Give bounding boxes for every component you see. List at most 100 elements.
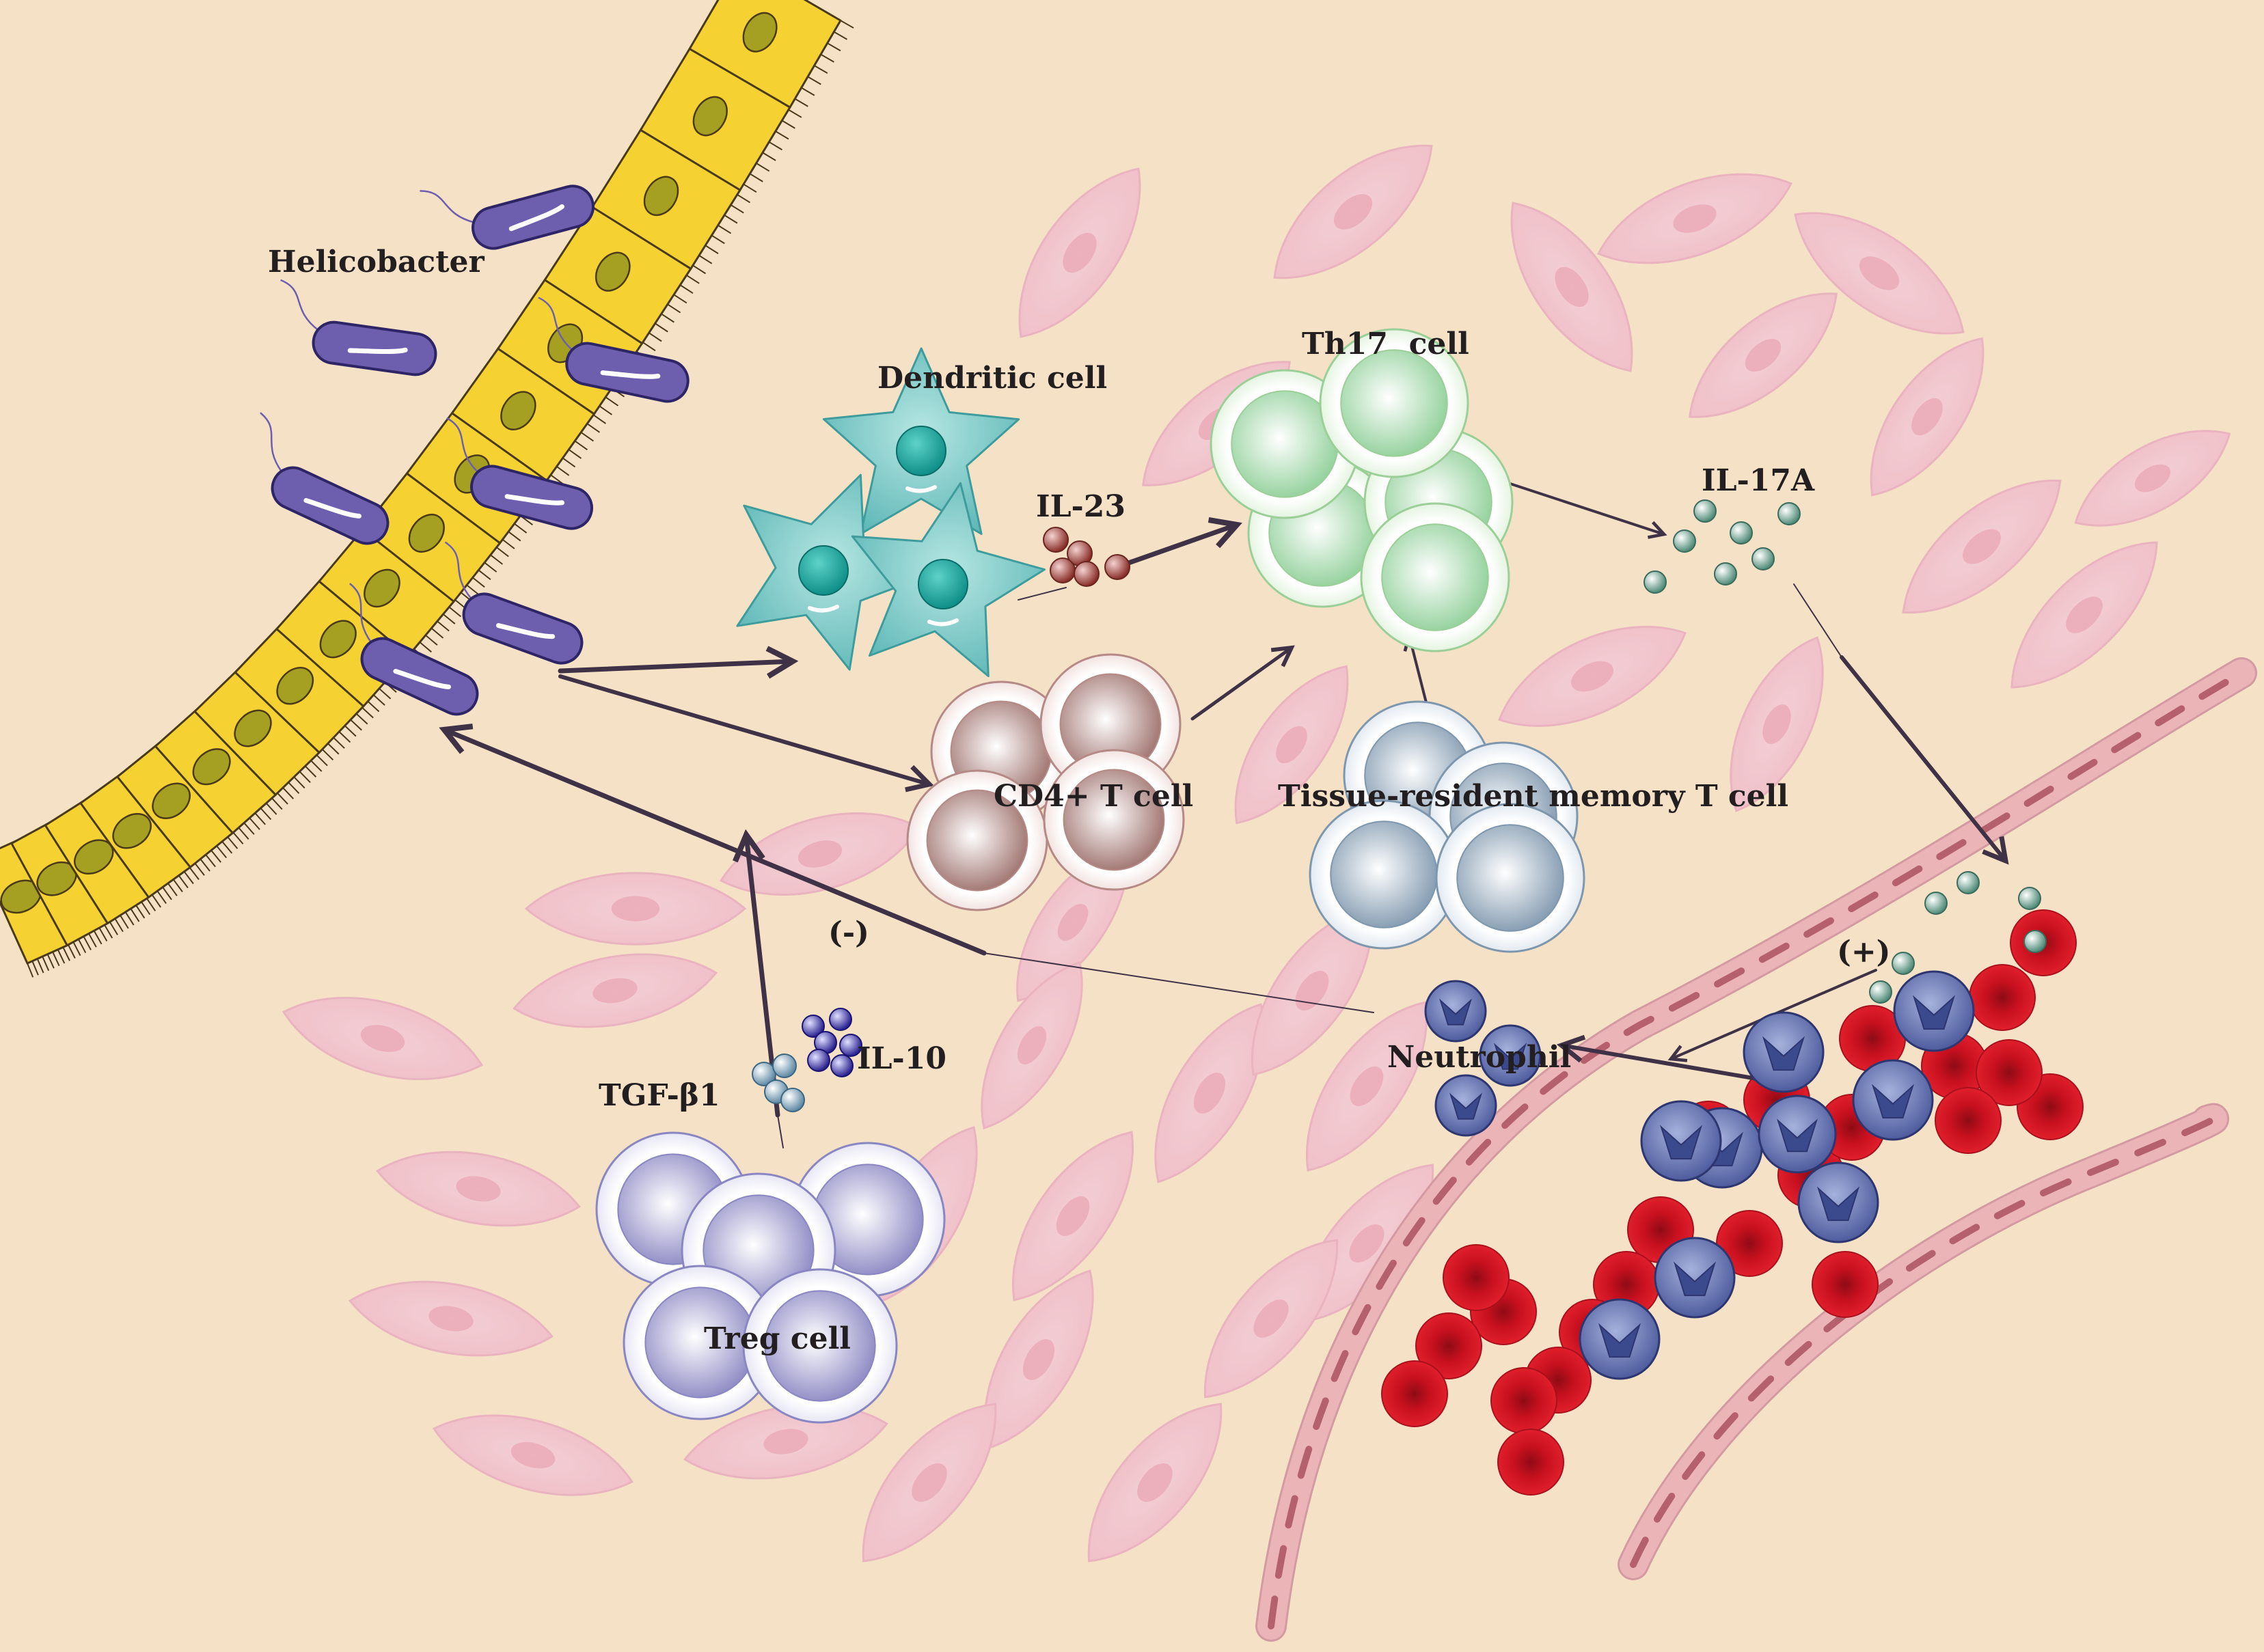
fibroblast-nucleus — [1911, 398, 1943, 436]
epithelial-nucleus — [364, 568, 400, 608]
fibroblast-nucleus — [1349, 1224, 1385, 1263]
neutrophil-body — [1434, 1074, 1497, 1137]
cytokine-particle — [1043, 527, 1069, 553]
microvillus — [310, 760, 323, 772]
microvillus — [592, 414, 606, 424]
fibroblast — [2010, 541, 2158, 689]
epithelial-nucleus — [692, 96, 728, 137]
helicobacter-bacterium — [446, 417, 593, 530]
neutrophil-nucleus — [1762, 1036, 1805, 1071]
fibroblast — [1234, 665, 1349, 825]
microvillus — [730, 204, 744, 214]
helicobacter-bacterium — [349, 583, 479, 716]
label-th17-cell: Th17 cell — [1302, 327, 1469, 361]
fibroblast-nucleus — [2134, 464, 2171, 493]
label-il17a: IL-17A — [1702, 463, 1815, 498]
neutrophil-nucleus — [1816, 1186, 1860, 1222]
neutrophil-body — [1579, 1298, 1661, 1380]
red-blood-cell — [1443, 1244, 1510, 1311]
neutrophil-group — [1424, 970, 1975, 1380]
red-blood-cell — [1812, 1251, 1879, 1318]
fibroblast — [1510, 202, 1633, 372]
fibroblast-nucleus — [1673, 204, 1717, 233]
neutrophil-cell — [1424, 980, 1487, 1043]
red-blood-cell — [1497, 1429, 1564, 1496]
microvillus — [437, 620, 450, 632]
epithelial-nucleus — [595, 251, 631, 292]
microvillus — [266, 803, 277, 815]
microvillus — [794, 98, 808, 107]
microvillus — [580, 432, 594, 442]
cytokine-particle — [1673, 529, 1696, 553]
cytokine-particle — [1693, 499, 1717, 523]
microvillus — [686, 275, 700, 284]
fibroblast-nucleus — [456, 1176, 501, 1202]
microvillus — [93, 931, 103, 945]
label-helicobacter: Helicobacter — [268, 245, 485, 279]
microvillus — [425, 635, 438, 646]
cytokine-particle — [780, 1088, 805, 1112]
epithelial-nucleus — [742, 12, 778, 53]
microvillus — [724, 215, 738, 224]
microvillus — [254, 812, 266, 825]
epithelial-nucleus — [643, 176, 679, 217]
microvillus — [338, 731, 351, 743]
microvillus — [109, 921, 118, 935]
fibroblast-nucleus — [1253, 1299, 1289, 1338]
neutrophil-nucleus — [1659, 1125, 1703, 1160]
neutrophil-cell — [1579, 1298, 1661, 1380]
microvillus — [574, 440, 588, 451]
microvillus — [88, 933, 97, 948]
flagellum — [446, 417, 479, 473]
microvillus — [472, 577, 485, 588]
cd4-t-cell-cluster — [906, 653, 1185, 911]
microvillus — [655, 322, 668, 333]
fibroblast-nucleus — [428, 1306, 474, 1332]
bacterium-body — [271, 466, 390, 545]
microvillus — [62, 947, 70, 961]
fibroblast — [1596, 173, 1793, 264]
microvillus — [299, 771, 311, 784]
microvillus — [443, 614, 456, 624]
connector-il17a-down — [1793, 583, 1842, 658]
microvillus — [814, 65, 828, 74]
microvillus — [232, 831, 244, 844]
microvillus — [355, 713, 368, 725]
helicobacter-bacterium — [538, 297, 690, 403]
microvillus — [221, 841, 233, 854]
dendritic-highlight — [927, 618, 959, 627]
fibroblast-nucleus — [1017, 1026, 1047, 1064]
microvillus — [756, 163, 770, 172]
dendritic-highlight — [905, 485, 937, 493]
helicobacter-bacterium — [260, 412, 390, 545]
epithelial-nucleus — [319, 620, 357, 659]
fibroblast-nucleus — [1022, 1338, 1055, 1381]
fibroblast-nucleus — [1350, 1066, 1384, 1107]
cytokine-particle — [1751, 547, 1775, 570]
microvillus — [478, 569, 491, 581]
microvillus — [490, 554, 503, 565]
microvillus — [238, 827, 249, 840]
microvillus — [293, 776, 305, 789]
epithelial-nucleus — [408, 513, 445, 553]
microvillus — [72, 941, 81, 956]
microvillus — [550, 474, 564, 484]
neutrophil-nucleus — [1598, 1323, 1641, 1358]
flagellum — [420, 190, 475, 223]
microvillus — [271, 797, 283, 810]
cytokine-particle — [1104, 554, 1130, 580]
fibroblast-nucleus — [1295, 970, 1329, 1011]
fibroblast-nucleus — [912, 1463, 947, 1502]
microvillus — [692, 264, 706, 275]
microvillus — [496, 547, 509, 557]
microvillus — [114, 918, 124, 933]
cytokine-particle — [1714, 562, 1737, 586]
fibroblast-nucleus — [360, 1025, 405, 1052]
microvillus — [367, 700, 380, 713]
microvillus — [807, 76, 821, 85]
fibroblast — [1273, 144, 1433, 279]
flagellum — [538, 297, 573, 351]
fibroblast — [1498, 626, 1687, 727]
memory-t-cell-nucleus — [1330, 821, 1438, 928]
microvillus — [718, 225, 732, 234]
